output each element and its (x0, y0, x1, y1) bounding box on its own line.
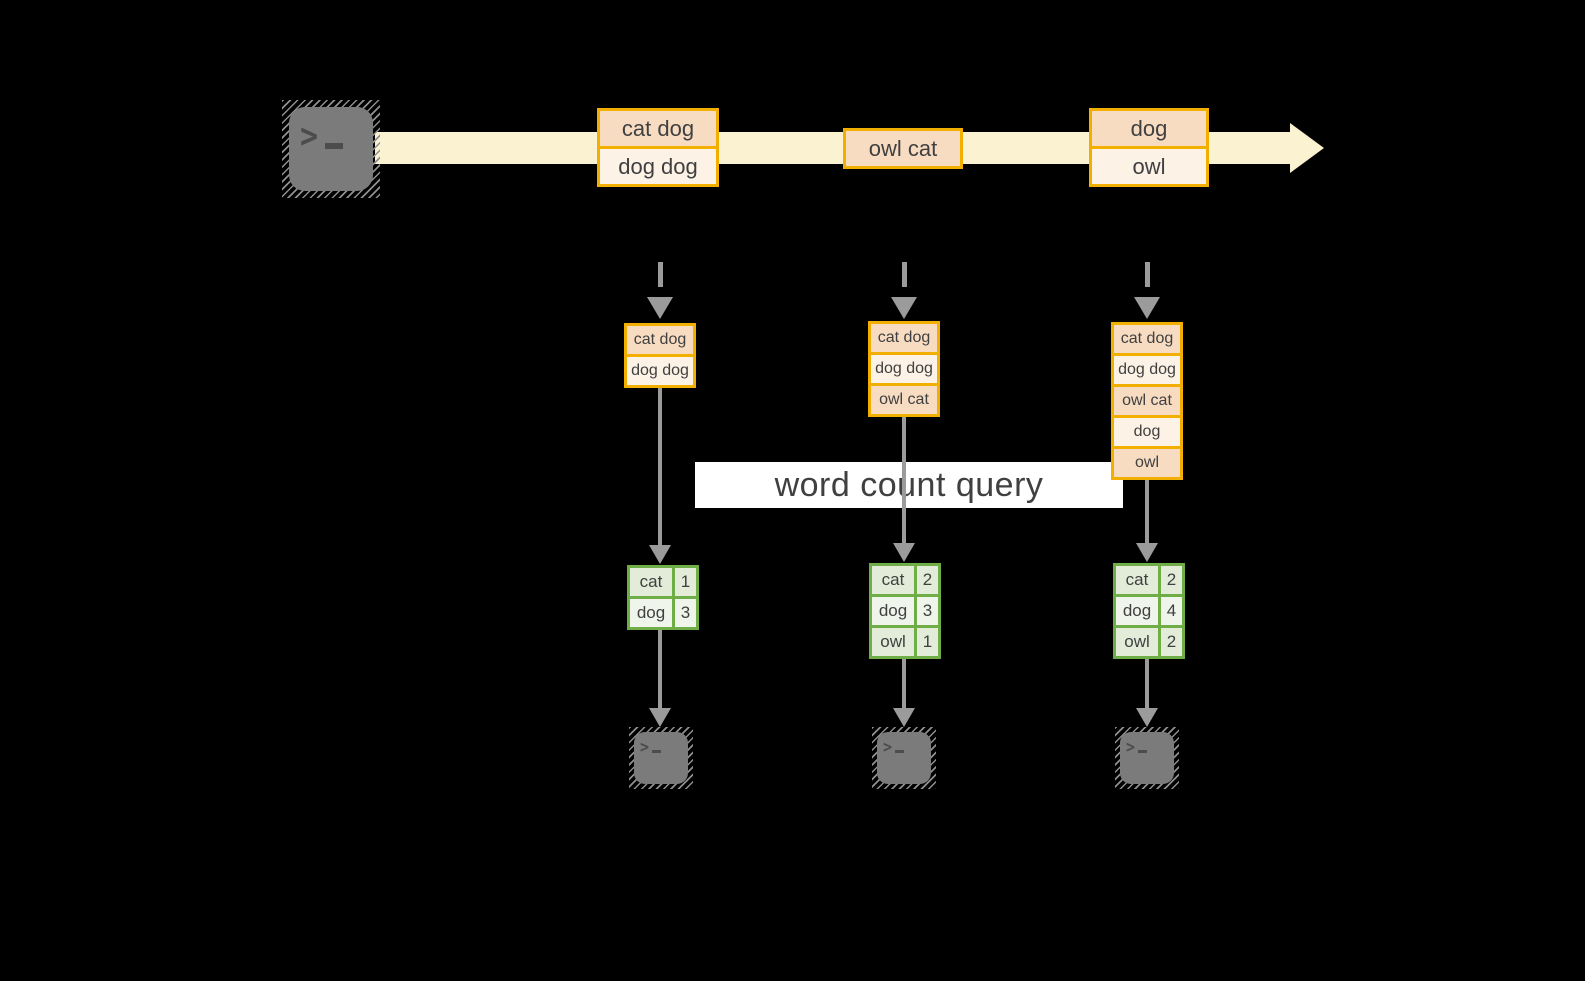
down-arrow-icon (649, 708, 671, 727)
count-table-2: cat 2 dog 3 owl 1 (869, 563, 941, 659)
count-cell: 4 (1161, 597, 1182, 625)
terminal-prompt-icon: > (883, 736, 905, 758)
buffer-record: dog dog (1111, 353, 1183, 387)
count-table-1: cat 1 dog 3 (627, 565, 699, 630)
down-arrow-icon (1134, 297, 1160, 319)
count-cell: 2 (1161, 566, 1182, 594)
buffer-record: cat dog (868, 321, 940, 355)
buffer-record: cat dog (624, 323, 696, 357)
prompt-cursor (1138, 750, 1148, 753)
word-cell: owl (872, 628, 914, 656)
record-label: owl cat (879, 391, 929, 408)
terminal-prompt-icon: > (1126, 736, 1148, 758)
word-cell: cat (1116, 566, 1158, 594)
buffer-record: dog dog (868, 352, 940, 386)
word-cell: dog (872, 597, 914, 625)
count-cell: 3 (917, 597, 938, 625)
word-cell: cat (630, 568, 672, 596)
count-cell: 3 (675, 599, 696, 627)
down-arrow-icon (893, 708, 915, 727)
stream-record-group-2: owl cat (843, 128, 963, 169)
prompt-cursor (652, 750, 662, 753)
down-arrow-icon (1136, 543, 1158, 562)
down-arrow-icon (649, 545, 671, 564)
prompt-caret: > (640, 736, 650, 758)
buffer-record: owl cat (1111, 384, 1183, 418)
prompt-cursor (895, 750, 905, 753)
stream-record: dog (1089, 108, 1209, 149)
terminal-screen (877, 732, 931, 784)
record-label: dog dog (875, 360, 933, 377)
record-label: owl (1132, 153, 1166, 179)
down-arrow-icon (1136, 708, 1158, 727)
connector-line (1145, 659, 1149, 710)
dashed-line (658, 262, 663, 287)
connector-line (902, 659, 906, 710)
buffer-stack-3: cat dog dog dog owl cat dog owl (1111, 322, 1183, 480)
stream-record-group-3: dog owl (1089, 108, 1209, 187)
down-arrow-icon (647, 297, 673, 319)
down-arrow-icon (893, 543, 915, 562)
buffer-record: dog (1111, 415, 1183, 449)
record-label: owl cat (1122, 392, 1172, 409)
prompt-caret: > (300, 116, 319, 157)
word-cell: dog (1116, 597, 1158, 625)
prompt-caret: > (1126, 736, 1136, 758)
connector-line (1145, 480, 1149, 543)
record-label: dog (1133, 423, 1161, 440)
connector-line (658, 630, 662, 710)
record-label: dog dog (631, 362, 689, 379)
word-cell: dog (630, 599, 672, 627)
count-cell: 1 (917, 628, 938, 656)
buffer-record: cat dog (1111, 322, 1183, 356)
buffer-record: dog dog (624, 354, 696, 388)
count-cell: 2 (1161, 628, 1182, 656)
terminal-icon: > (629, 727, 693, 789)
stream-record: owl cat (843, 128, 963, 169)
word-cell: owl (1116, 628, 1158, 656)
terminal-prompt-icon: > (640, 736, 662, 758)
record-label: cat dog (633, 331, 687, 348)
record-label: dog (1130, 115, 1168, 141)
record-label: cat dog (877, 329, 931, 346)
query-label-box: word count query (695, 462, 1123, 508)
connector-line (658, 386, 662, 545)
record-label: dog dog (618, 153, 698, 179)
buffer-stack-1: cat dog dog dog (624, 323, 696, 388)
stream-record: owl (1089, 146, 1209, 187)
record-label: owl (1134, 454, 1159, 471)
terminal-screen (1120, 732, 1174, 784)
query-label: word count query (774, 465, 1044, 504)
record-label: dog dog (1118, 361, 1176, 378)
record-label: cat dog (621, 115, 695, 141)
count-cell: 2 (917, 566, 938, 594)
terminal-icon: > (282, 100, 380, 198)
buffer-record: owl cat (868, 383, 940, 417)
terminal-icon: > (872, 727, 936, 789)
connector-line (902, 417, 906, 543)
stream-record-group-1: cat dog dog dog (597, 108, 719, 187)
prompt-cursor (325, 143, 344, 149)
terminal-prompt-icon: > (300, 116, 344, 157)
buffer-stack-2: cat dog dog dog owl cat (868, 321, 940, 417)
stream-record: dog dog (597, 146, 719, 187)
stream-record: cat dog (597, 108, 719, 149)
dashed-line (902, 262, 907, 287)
terminal-icon: > (1115, 727, 1179, 789)
count-table-3: cat 2 dog 4 owl 2 (1113, 563, 1185, 659)
record-label: cat dog (1120, 330, 1174, 347)
word-cell: cat (872, 566, 914, 594)
terminal-screen (289, 107, 373, 191)
record-label: owl cat (868, 135, 938, 161)
stream-arrowhead-icon (1290, 123, 1324, 173)
down-arrow-icon (891, 297, 917, 319)
buffer-record: owl (1111, 446, 1183, 480)
terminal-screen (634, 732, 688, 784)
prompt-caret: > (883, 736, 893, 758)
count-cell: 1 (675, 568, 696, 596)
dashed-line (1145, 262, 1150, 287)
